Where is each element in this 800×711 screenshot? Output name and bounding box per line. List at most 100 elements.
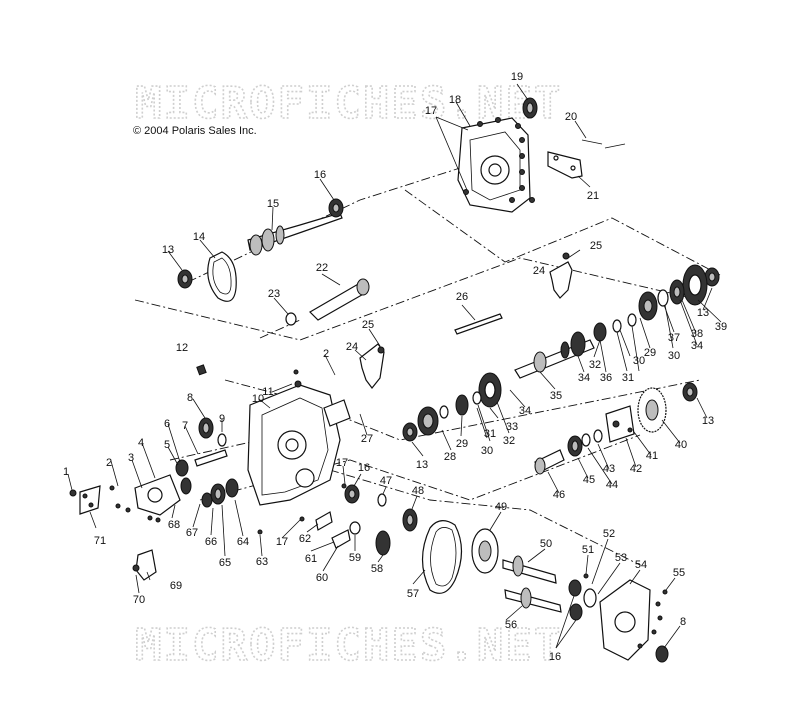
- callout-34: 34: [578, 372, 590, 384]
- callout-17: 17: [336, 457, 348, 469]
- callout-13: 13: [702, 415, 714, 427]
- callout-26: 26: [456, 291, 468, 303]
- leader-lines: [67, 83, 722, 649]
- callout-22: 22: [316, 262, 328, 274]
- left-side-parts: [69, 417, 239, 581]
- callout-42: 42: [630, 463, 642, 475]
- callout-47: 47: [380, 475, 392, 487]
- callout-4: 4: [138, 437, 144, 449]
- callout-28: 28: [444, 451, 456, 463]
- callout-66: 66: [205, 536, 217, 548]
- callout-55: 55: [673, 567, 685, 579]
- callout-8: 8: [187, 392, 193, 404]
- callout-2: 2: [106, 457, 112, 469]
- callout-43: 43: [603, 463, 615, 475]
- callout-3: 3: [128, 452, 134, 464]
- callout-70: 70: [133, 594, 145, 606]
- callout-54: 54: [635, 559, 647, 571]
- callout-29: 29: [456, 438, 468, 450]
- shaft-22-and-ring-23: [285, 278, 370, 326]
- callout-40: 40: [675, 439, 687, 451]
- callout-13: 13: [162, 244, 174, 256]
- idler-gear-assembly: [534, 382, 698, 475]
- lower-drive-parts: [257, 483, 499, 594]
- callout-12: 12: [176, 342, 188, 354]
- callout-41: 41: [646, 450, 658, 462]
- rod-26: [454, 313, 503, 335]
- callout-21: 21: [587, 190, 599, 202]
- callout-29: 29: [644, 347, 656, 359]
- callout-8: 8: [680, 616, 686, 628]
- callout-27: 27: [361, 433, 373, 445]
- callout-25: 25: [362, 319, 374, 331]
- callout-2: 2: [323, 348, 329, 360]
- callout-23: 23: [268, 288, 280, 300]
- callout-45: 45: [583, 474, 595, 486]
- right-gear-stack: [593, 264, 720, 342]
- callout-18: 18: [449, 94, 461, 106]
- callout-34: 34: [691, 340, 703, 352]
- callout-7: 7: [182, 420, 188, 432]
- callout-50: 50: [540, 538, 552, 550]
- callout-56: 56: [505, 619, 517, 631]
- callout-20: 20: [565, 111, 577, 123]
- callout-61: 61: [305, 553, 317, 565]
- upper-cover-assembly: [457, 97, 538, 213]
- callout-16: 16: [549, 651, 561, 663]
- callout-15: 15: [267, 198, 279, 210]
- callout-14: 14: [193, 231, 205, 243]
- callout-32: 32: [589, 359, 601, 371]
- callout-16: 16: [314, 169, 326, 181]
- shift-fork-middle: [359, 343, 385, 389]
- callout-58: 58: [371, 563, 383, 575]
- output-shaft-and-cover: [502, 555, 669, 663]
- callout-65: 65: [219, 557, 231, 569]
- callout-64: 64: [237, 536, 249, 548]
- callout-69: 69: [170, 580, 182, 592]
- callout-19: 19: [511, 71, 523, 83]
- callout-59: 59: [349, 552, 361, 564]
- callout-52: 52: [603, 528, 615, 540]
- callout-67: 67: [186, 527, 198, 539]
- callout-30: 30: [633, 355, 645, 367]
- transmission-case: [196, 364, 351, 506]
- callout-35: 35: [550, 390, 562, 402]
- callout-46: 46: [553, 489, 565, 501]
- callout-13: 13: [697, 307, 709, 319]
- callout-68: 68: [168, 519, 180, 531]
- callout-53: 53: [615, 552, 627, 564]
- callout-71: 71: [94, 535, 106, 547]
- callout-30: 30: [668, 350, 680, 362]
- callout-36: 36: [600, 372, 612, 384]
- callout-57: 57: [407, 588, 419, 600]
- callout-37: 37: [668, 332, 680, 344]
- callout-31: 31: [484, 428, 496, 440]
- callout-24: 24: [346, 341, 358, 353]
- callout-10: 10: [252, 393, 264, 405]
- callout-13: 13: [416, 459, 428, 471]
- callout-11: 11: [262, 386, 273, 398]
- callout-60: 60: [316, 572, 328, 584]
- callout-5: 5: [164, 439, 170, 451]
- callout-49: 49: [495, 501, 507, 513]
- callout-44: 44: [606, 479, 618, 491]
- callout-17: 17: [276, 536, 288, 548]
- callout-9: 9: [219, 413, 225, 425]
- callout-38: 38: [691, 328, 703, 340]
- callout-30: 30: [481, 445, 493, 457]
- watermark-bottom: MICROFICHES.NET: [135, 620, 562, 671]
- callout-48: 48: [412, 485, 424, 497]
- watermark-top: MICROFICHES.NET: [135, 78, 562, 129]
- callout-32: 32: [503, 435, 515, 447]
- shift-fork-upper: [549, 252, 573, 299]
- callout-16: 16: [358, 462, 370, 474]
- callout-33: 33: [506, 421, 518, 433]
- callout-63: 63: [256, 556, 268, 568]
- callout-25: 25: [590, 240, 602, 252]
- callout-6: 6: [164, 418, 170, 430]
- callout-39: 39: [715, 321, 727, 333]
- callout-51: 51: [582, 544, 594, 556]
- bracket-and-pins: [547, 139, 626, 179]
